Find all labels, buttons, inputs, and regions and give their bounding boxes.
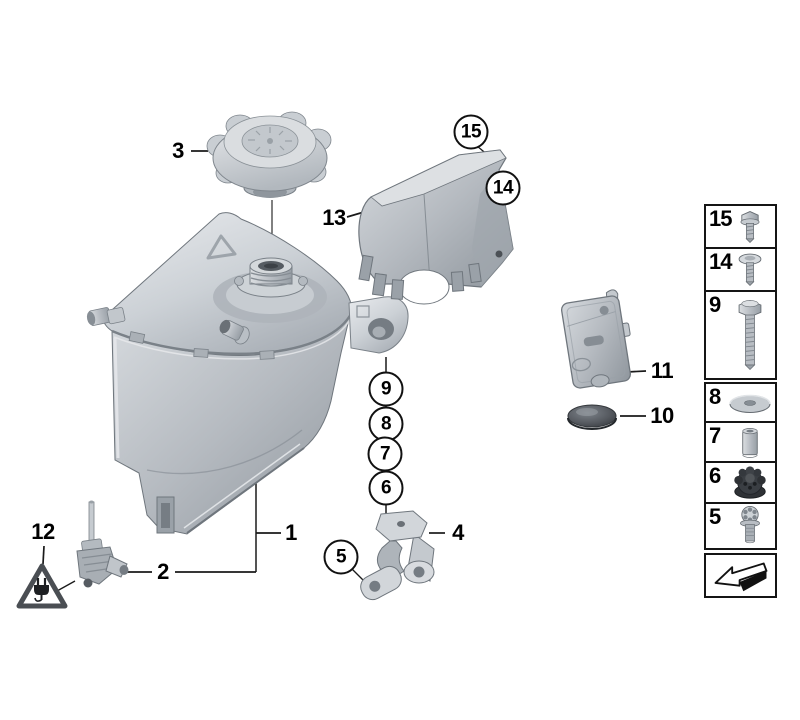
hex-bolt-long-icon (738, 299, 761, 371)
callout-label-3: 3 (172, 138, 184, 163)
legend-row-7: 7 (704, 421, 777, 463)
mounting-plate (560, 289, 632, 389)
callout-circle-7: 7 (367, 436, 403, 472)
callout-circle-9: 9 (368, 371, 404, 407)
direction-arrow-icon (714, 562, 767, 591)
circle-7-text: 7 (379, 443, 391, 464)
callout-circle-14: 14 (485, 170, 521, 206)
torx-screw-icon (739, 506, 760, 544)
electrical-warning-triangle (16, 563, 68, 609)
circle-15-text: 15 (460, 121, 482, 142)
grommet (567, 404, 617, 430)
tank-left-nipple (86, 307, 126, 326)
callout-label-13: 13 (322, 205, 346, 230)
legend-row-8: 8 (704, 382, 777, 423)
legend-row-arrow (704, 553, 777, 598)
legend-row-9: 9 (704, 290, 777, 380)
callout-label-12: 12 (31, 519, 55, 544)
callout-label-4: 4 (452, 520, 464, 545)
legend-num-9: 9 (709, 292, 721, 317)
cover (358, 149, 514, 305)
flange-head-screw-icon (738, 253, 761, 286)
legend-num-5: 5 (709, 504, 721, 529)
circle-6-text: 6 (380, 477, 392, 498)
flat-washer-icon (728, 394, 771, 413)
leader-triangle-sensor (56, 580, 76, 592)
plug-icon (34, 578, 49, 602)
leader-12 (42, 545, 45, 565)
legend-num-14: 14 (709, 249, 733, 274)
circle-14-text: 14 (492, 177, 514, 198)
legend-row-5: 5 (704, 502, 777, 550)
legend-num-6: 6 (709, 463, 721, 488)
cover-tabs (358, 254, 482, 300)
legend-row-14: 14 (704, 247, 777, 292)
cover-screw-hole (495, 250, 503, 258)
legend-num-7: 7 (709, 423, 721, 448)
tank-hose-barb (219, 319, 250, 345)
level-sensor (76, 500, 129, 588)
legend-row-15: 15 (704, 204, 777, 249)
recycle-mark (206, 234, 237, 260)
callout-label-10: 10 (650, 403, 674, 428)
circle-5-text: 5 (335, 546, 347, 567)
legend-num-8: 8 (709, 384, 721, 409)
circle-9-text: 9 (380, 378, 392, 399)
spacer-sleeve-icon (741, 428, 758, 458)
callout-circle-15: 15 (453, 114, 489, 150)
hex-bolt-short-icon (740, 210, 759, 243)
callout-circle-5: 5 (323, 539, 359, 575)
circle-8-text: 8 (380, 413, 392, 434)
callout-label-1: 1 (285, 520, 297, 545)
expansion-tank (86, 212, 409, 535)
leader-5 (350, 567, 364, 581)
filler-cap (206, 111, 332, 198)
rubber-mount-icon (733, 466, 766, 499)
callout-label-2: 2 (157, 559, 169, 584)
callout-circle-6: 6 (368, 470, 404, 506)
callout-label-11: 11 (650, 358, 674, 383)
legend-num-15: 15 (709, 206, 733, 231)
legend-row-6: 6 (704, 461, 777, 504)
small-bracket (360, 510, 435, 601)
